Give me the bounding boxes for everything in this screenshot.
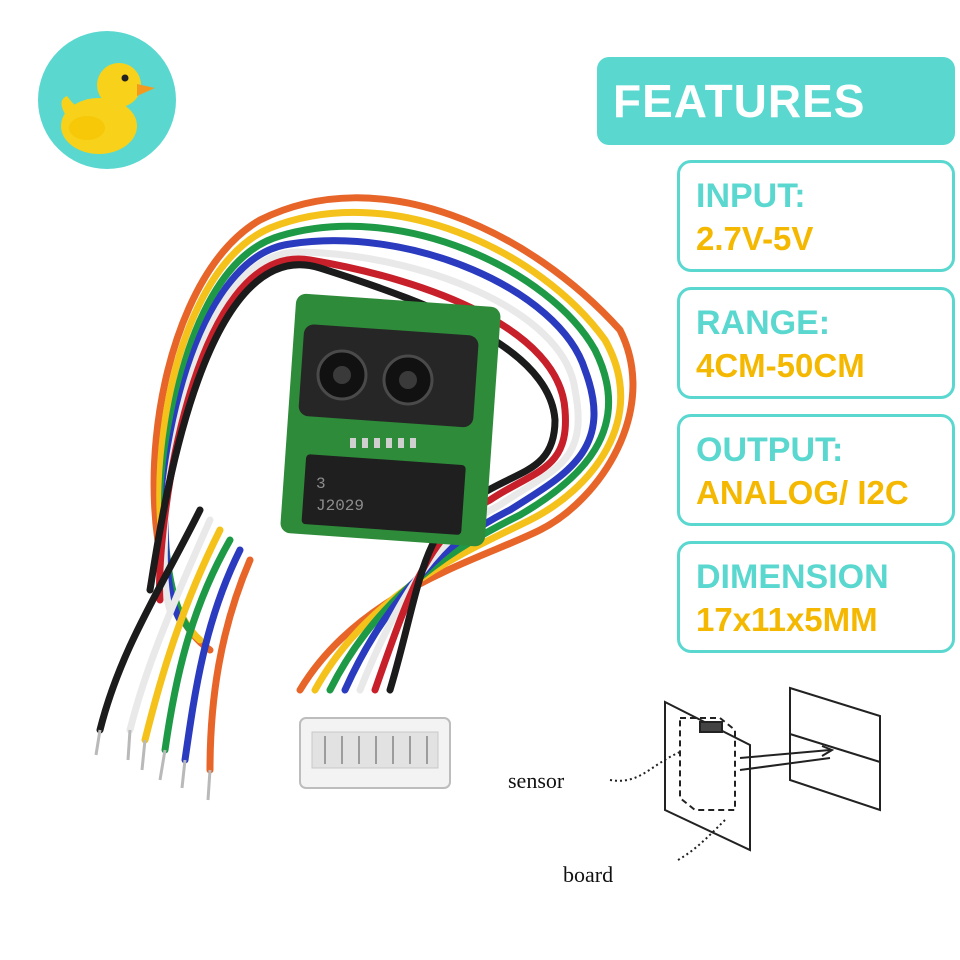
feature-card-dimension: DIMENSION 17x11x5MM (677, 541, 955, 653)
feature-card-input: INPUT: 2.7V-5V (677, 160, 955, 272)
features-title: FEATURES (613, 75, 866, 127)
feature-value: 17x11x5MM (696, 601, 878, 638)
product-image: 3 J2029 (60, 170, 660, 830)
feature-label: OUTPUT: (696, 431, 844, 469)
wire-orange (150, 194, 637, 694)
sensor-label: sensor (508, 768, 565, 793)
feature-label: DIMENSION (696, 558, 889, 596)
sensor-module-illustration: 3 J2029 (94, 194, 637, 801)
rubber-duck-icon (38, 31, 176, 169)
board-label: board (563, 862, 613, 887)
feature-card-output: OUTPUT: ANALOG/ I2C (677, 414, 955, 526)
chip-marking-line1: 3 (316, 475, 326, 493)
sensor-board-diagram: sensor board (508, 686, 881, 887)
feature-label: RANGE: (696, 304, 831, 342)
features-header: FEATURES (597, 57, 955, 145)
feature-card-range: RANGE: 4CM-50CM (677, 287, 955, 399)
feature-value: ANALOG/ I2C (696, 474, 909, 511)
feature-value: 4CM-50CM (696, 347, 865, 384)
wire-yellow (156, 208, 625, 694)
feature-value: 2.7V-5V (696, 220, 814, 257)
duck-logo (37, 30, 177, 170)
sensor-board: 3 J2029 (280, 293, 501, 547)
feature-label: INPUT: (696, 177, 806, 215)
mounting-diagram: sensor board (500, 670, 900, 910)
jst-connector (299, 717, 451, 789)
chip-marking-line2: J2029 (316, 497, 364, 515)
